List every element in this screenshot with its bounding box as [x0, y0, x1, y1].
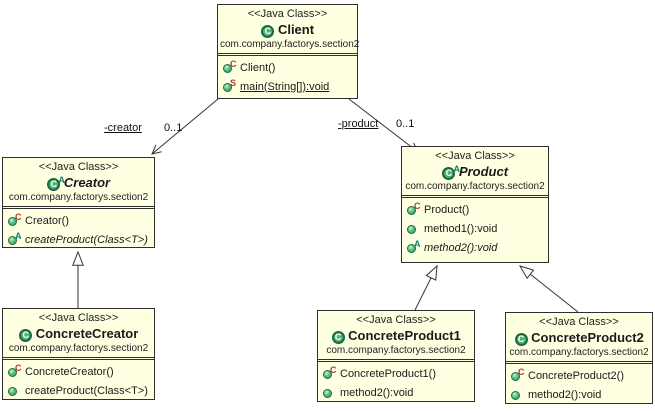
methods-compartment: C Product() method1():void A method2():v…	[402, 198, 548, 262]
package-name: com.company.factorys.section2	[326, 345, 466, 356]
method-constructor: C Product()	[407, 200, 548, 219]
method-icon-abstract: A	[407, 239, 421, 253]
package-name: com.company.factorys.section2	[220, 39, 360, 50]
method-icon-constructor: C	[511, 367, 525, 381]
package-name: com.company.factorys.section2	[405, 181, 545, 192]
method-main: S main(String[]):void	[223, 77, 357, 96]
class-concretecreator[interactable]: <<Java Class>> C ConcreteCreator com.com…	[2, 308, 155, 400]
stereotype: <<Java Class>>	[38, 161, 119, 173]
class-name: ConcreteProduct2	[531, 330, 644, 345]
multiplicity-product: 0..1	[396, 118, 415, 130]
class-name: Creator	[63, 175, 111, 190]
method-constructor: C ConcreteProduct2()	[511, 366, 652, 385]
package-name: com.company.factorys.section2	[8, 343, 149, 354]
method-constructor: C ConcreteCreator()	[8, 362, 154, 381]
methods-compartment: C ConcreteProduct1() method2():void	[318, 362, 474, 402]
stereotype: <<Java Class>>	[247, 8, 328, 20]
method-createproduct: createProduct(Class<T>)	[8, 381, 154, 400]
methods-compartment: C ConcreteCreator() createProduct(Class<…	[3, 360, 154, 400]
class-header: <<Java Class>> C ConcreteProduct2 com.co…	[506, 313, 652, 361]
method-icon-constructor: C	[323, 365, 337, 379]
method-icon-constructor: C	[8, 212, 22, 226]
attributes-compartment	[506, 361, 652, 364]
class-header: <<Java Class>> C ConcreteCreator com.com…	[3, 309, 154, 357]
method-constructor: C Client()	[223, 58, 357, 77]
methods-compartment: C Creator() A createProduct(Class<T>)	[3, 209, 154, 249]
class-icon: C	[514, 331, 528, 346]
class-concreteproduct1[interactable]: <<Java Class>> C ConcreteProduct1 com.co…	[317, 310, 475, 402]
method-method2: method2():void	[323, 383, 474, 402]
method-icon-public	[511, 389, 524, 400]
class-header: <<Java Class>> C ConcreteProduct1 com.co…	[318, 311, 474, 359]
generalization-concreteproduct2-product[interactable]	[518, 265, 579, 313]
class-concreteproduct2[interactable]: <<Java Class>> C ConcreteProduct2 com.co…	[505, 312, 653, 404]
method-method1: method1():void	[407, 219, 548, 238]
association-client-product[interactable]	[348, 98, 419, 153]
class-header: <<Java Class>> C Client com.company.fact…	[218, 5, 360, 53]
attributes-compartment	[3, 206, 154, 209]
attributes-compartment	[218, 53, 357, 56]
role-label-creator: -creator	[104, 122, 142, 134]
method-method2: method2():void	[511, 385, 652, 404]
multiplicity-creator: 0..1	[164, 122, 183, 134]
attributes-compartment	[402, 195, 548, 198]
class-name: ConcreteProduct1	[348, 328, 461, 343]
generalization-concreteproduct1-product[interactable]	[414, 264, 438, 311]
methods-compartment: C Client() S main(String[]):void	[218, 56, 357, 98]
method-icon-public	[8, 385, 21, 396]
attributes-compartment	[3, 357, 154, 360]
method-icon-static: S	[223, 78, 236, 92]
role-label-product: -product	[338, 118, 379, 130]
method-constructor: C Creator()	[8, 211, 154, 230]
package-name: com.company.factorys.section2	[509, 347, 649, 358]
stereotype: <<Java Class>>	[356, 314, 436, 326]
method-createproduct: A createProduct(Class<T>)	[8, 230, 154, 249]
class-icon: C	[331, 329, 345, 344]
method-icon-abstract: A	[8, 231, 22, 245]
method-icon-constructor: C	[407, 201, 421, 215]
stereotype: <<Java Class>>	[38, 312, 119, 324]
package-name: com.company.factorys.section2	[8, 192, 149, 203]
method-method2: A method2():void	[407, 238, 548, 257]
methods-compartment: C ConcreteProduct2() method2():void	[506, 364, 652, 404]
method-icon-public	[323, 387, 336, 398]
method-icon-constructor: C	[8, 363, 22, 377]
class-client[interactable]: <<Java Class>> C Client com.company.fact…	[217, 4, 360, 99]
class-icon: C	[261, 23, 275, 38]
class-name: Product	[458, 164, 509, 179]
method-icon-constructor: C	[223, 59, 237, 73]
class-name: ConcreteCreator	[35, 326, 139, 341]
stereotype: <<Java Class>>	[435, 150, 515, 162]
method-icon-public	[407, 223, 420, 234]
association-client-creator[interactable]	[151, 98, 219, 155]
method-constructor: C ConcreteProduct1()	[323, 364, 474, 383]
stereotype: <<Java Class>>	[539, 316, 619, 328]
class-icon: C	[19, 327, 33, 342]
class-name: Client	[277, 22, 315, 37]
attributes-compartment	[318, 359, 474, 362]
